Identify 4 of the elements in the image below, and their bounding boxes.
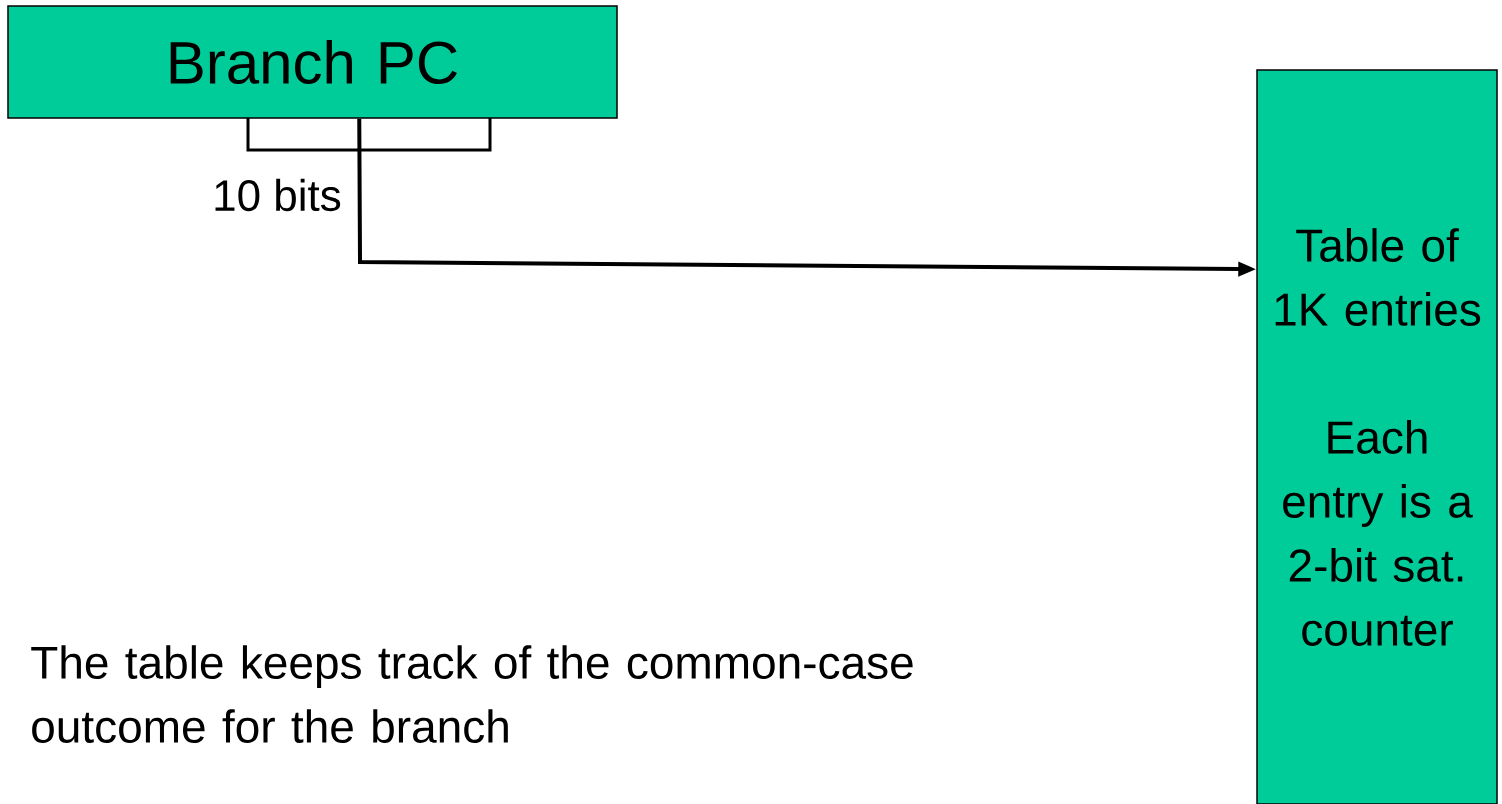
table-box: Table of 1K entries Each entry is a 2-bit sat. counter: [1256, 69, 1498, 804]
edge-label: 10 bits: [215, 178, 341, 212]
register-box: Branch PC: [7, 5, 618, 119]
caption-text: The table keeps track of the common-case outcome for the branch: [31, 645, 913, 743]
